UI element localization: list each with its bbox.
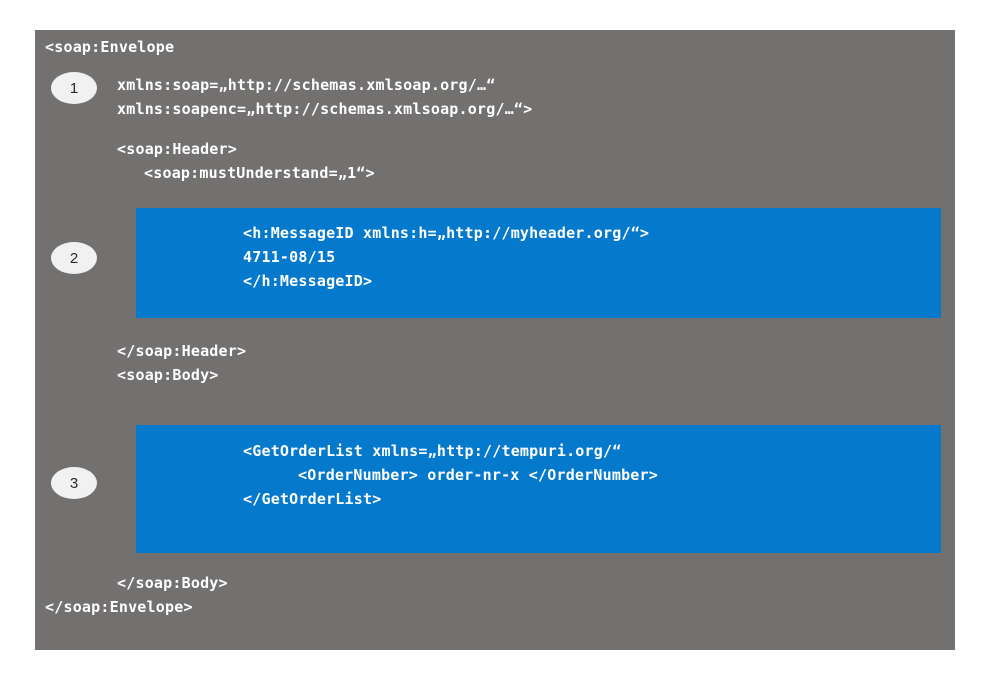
step-badge-label: 2 (69, 249, 79, 267)
code-line: <soap:Header> (117, 140, 237, 158)
code-line: </GetOrderList> (243, 490, 382, 508)
code-line: </soap:Envelope> (45, 598, 193, 616)
code-line: <soap:mustUnderstand=„1“> (144, 164, 375, 182)
step-badge-label: 3 (69, 474, 79, 492)
soap-code-text: <soap:Envelope xmlns:soap=„http://schema… (35, 30, 955, 650)
code-line: <h:MessageID xmlns:h=„http://myheader.or… (243, 224, 650, 242)
step-badge-1: 1 (51, 72, 97, 104)
highlight-block-body-getorderlist (136, 425, 941, 553)
step-badge-2: 2 (51, 242, 97, 274)
code-line: <OrderNumber> order-nr-x </OrderNumber> (298, 466, 658, 484)
step-badge-label: 1 (69, 79, 79, 97)
code-line: <soap:Envelope (45, 38, 175, 56)
highlight-block-header-messageid (136, 208, 941, 318)
code-line: </soap:Body> (117, 574, 228, 592)
code-line: xmlns:soapenc=„http://schemas.xmlsoap.or… (117, 100, 533, 118)
step-badge-3: 3 (51, 467, 97, 499)
code-line: </h:MessageID> (243, 272, 373, 290)
code-line: </soap:Header> (117, 342, 247, 360)
code-line: xmlns:soap=„http://schemas.xmlsoap.org/…… (117, 76, 496, 94)
soap-code-panel: <soap:Envelope xmlns:soap=„http://schema… (35, 30, 955, 650)
code-line: <soap:Body> (117, 366, 219, 384)
code-line: 4711-08/15 (243, 248, 336, 266)
code-line: <GetOrderList xmlns=„http://tempuri.org/… (243, 442, 622, 460)
